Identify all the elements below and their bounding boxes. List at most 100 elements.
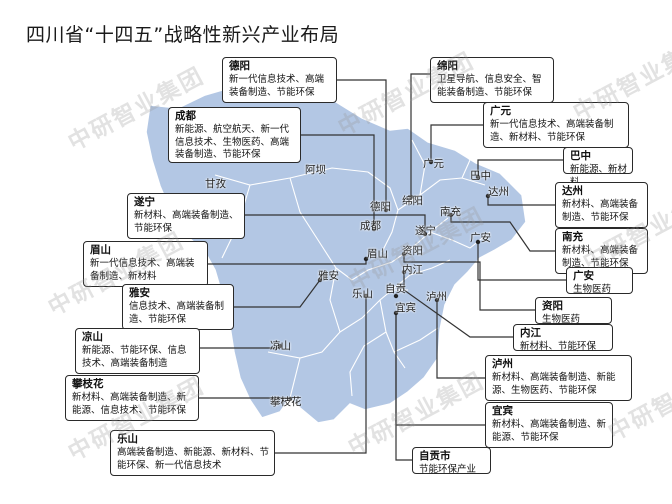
city-dot	[383, 207, 389, 213]
city-callout: 南充新材料、高端装备制造、节能环保	[555, 228, 648, 274]
city-name: 雅安	[129, 287, 150, 299]
city-industries: 生物医药	[542, 314, 581, 325]
city-callout: 雅安信息技术、高端装备制造、节能环保	[122, 284, 234, 330]
city-dot	[401, 269, 407, 275]
city-industries: 新材料、节能环保	[520, 341, 597, 352]
map-label: 乐山	[352, 288, 373, 300]
connector-line	[301, 134, 375, 229]
city-callout: 泸州新材料、高端装备制造、新能源、生物医药、节能环保	[485, 355, 632, 401]
map-label: 雅安	[318, 270, 339, 282]
city-industries: 新一代信息技术、高端装备制造、节能环保	[229, 74, 325, 98]
map-label: 南充	[440, 206, 461, 218]
connector-line	[245, 214, 426, 234]
city-name: 成都	[175, 110, 196, 122]
city-callout: 绵阳卫星导航、信息安全、智能装备制造、节能环保	[430, 57, 554, 103]
city-industries: 新材料、高端装备制造、节能环保	[562, 245, 639, 269]
map-label: 成都	[360, 220, 381, 232]
connector-line	[477, 242, 566, 281]
city-callout: 达州新材料、高端装备制造、节能环保	[555, 182, 648, 228]
city-name: 眉山	[90, 244, 111, 256]
city-dot	[434, 297, 440, 303]
map-label: 凉山	[270, 340, 291, 352]
prefecture-borders	[214, 139, 491, 399]
city-dot	[485, 193, 491, 199]
city-callout: 广安生物医药	[566, 267, 633, 295]
city-callout: 眉山新一代信息技术、高端装备制造、新材料	[83, 241, 208, 287]
city-industries: 新材料、高端装备制造、节能环保	[134, 210, 239, 234]
city-name: 乐山	[117, 433, 138, 445]
map-label: 自贡	[385, 283, 406, 295]
city-industries: 生物医药	[573, 284, 612, 295]
city-name: 达州	[562, 185, 583, 197]
city-name: 自贡市	[419, 450, 451, 462]
city-name: 广安	[573, 270, 594, 282]
city-dot	[475, 239, 481, 245]
city-name: 凉山	[82, 331, 103, 343]
city-name: 遂宁	[134, 196, 155, 208]
city-callout: 遂宁新材料、高端装备制造、节能环保	[127, 193, 245, 239]
connector-line	[430, 124, 483, 162]
city-name: 泸州	[492, 358, 513, 370]
city-dot	[317, 277, 323, 283]
map-label: 泸州	[426, 291, 447, 303]
connector-line	[337, 79, 387, 210]
city-dot	[422, 231, 428, 237]
map-label: 绵阳	[402, 195, 423, 207]
map-label: 巴中	[470, 170, 491, 182]
connector-line	[487, 196, 555, 206]
map-label: 广元	[423, 158, 444, 170]
city-industries: 新一代信息技术、高端装备制造、新材料	[90, 258, 195, 282]
city-industries: 信息技术、高端装备制造、节能环保	[129, 301, 225, 325]
city-dot	[408, 194, 414, 200]
connector-line	[410, 73, 430, 197]
city-dot	[428, 159, 434, 165]
city-industries: 高端装备制造、新能源、新材料、节能环保、新一代信息技术	[117, 447, 270, 471]
map-label: 遂宁	[415, 225, 436, 237]
map-label: 眉山	[367, 248, 388, 260]
city-name: 资阳	[542, 300, 563, 312]
city-industries: 卫星导航、信息安全、智能装备制造、节能环保	[437, 74, 542, 98]
city-callout: 自贡市节能环保产业	[412, 447, 491, 475]
city-name: 绵阳	[437, 60, 458, 72]
city-dot	[448, 212, 454, 218]
map-label: 达州	[488, 186, 509, 198]
map-label: 资阳	[402, 245, 423, 257]
city-name: 广元	[490, 105, 511, 117]
city-industries: 新一代信息技术、高端装备制造、新材料、节能环保	[490, 119, 614, 143]
city-industries: 新能源、航空航天、新一代信息技术、生物医药、高端装备制造、节能环保	[175, 124, 290, 160]
city-callout: 乐山高端装备制造、新能源、新材料、节能环保、新一代信息技术	[110, 430, 275, 476]
city-callout: 内江新材料、节能环保	[513, 324, 613, 352]
city-industries: 新材料、高端装备制造、新能源、生物医药、节能环保	[492, 372, 616, 396]
city-industries: 新材料、高端装备制造、新能源、节能环保	[492, 419, 607, 443]
connector-line	[395, 313, 412, 461]
map-label: 宜宾	[395, 302, 416, 314]
connector-line	[436, 300, 485, 379]
connector-line	[477, 159, 563, 177]
city-dot	[363, 256, 369, 262]
city-name: 德阳	[229, 60, 250, 72]
city-name: 宜宾	[492, 405, 513, 417]
city-name: 攀枝花	[72, 378, 104, 390]
map-label: 广安	[470, 232, 491, 244]
city-callout: 攀枝花新材料、高端装备制造、新能源、信息技术、节能环保	[65, 375, 199, 421]
map-label: 阿坝	[305, 164, 326, 176]
connector-line	[450, 215, 555, 252]
connector-line	[275, 296, 367, 454]
city-industries: 新能源、节能环保、信息技术、高端装备制造	[82, 345, 187, 369]
city-callout: 德阳新一代信息技术、高端装备制造、节能环保	[222, 57, 337, 103]
city-industries: 新材料、高端装备制造、新能源、信息技术、节能环保	[72, 392, 187, 416]
city-name: 南充	[562, 231, 583, 243]
connector-line	[403, 254, 535, 311]
city-name: 巴中	[570, 150, 591, 162]
city-callout: 宜宾新材料、高端装备制造、新能源、节能环保	[485, 402, 613, 448]
page-title: 四川省“十四五”战略性新兴产业布局	[26, 24, 340, 46]
city-name: 内江	[520, 327, 541, 339]
city-callout: 广元新一代信息技术、高端装备制造、新材料、节能环保	[483, 102, 629, 148]
city-callout: 成都新能源、航空航天、新一代信息技术、生物医药、高端装备制造、节能环保	[168, 107, 301, 163]
city-industries: 节能环保产业	[419, 464, 477, 475]
city-dot	[393, 293, 399, 299]
map-label: 攀枝花	[270, 396, 302, 408]
map-label: 德阳	[370, 201, 391, 213]
